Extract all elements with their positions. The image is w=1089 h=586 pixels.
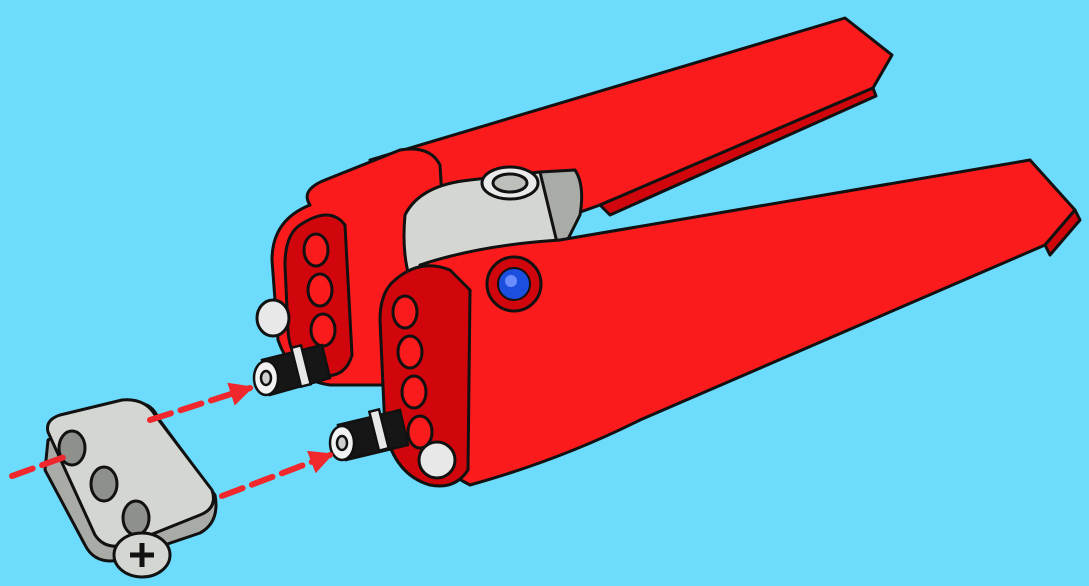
blue-axle-end	[487, 257, 541, 311]
liftarm-cross-hub	[114, 533, 170, 577]
